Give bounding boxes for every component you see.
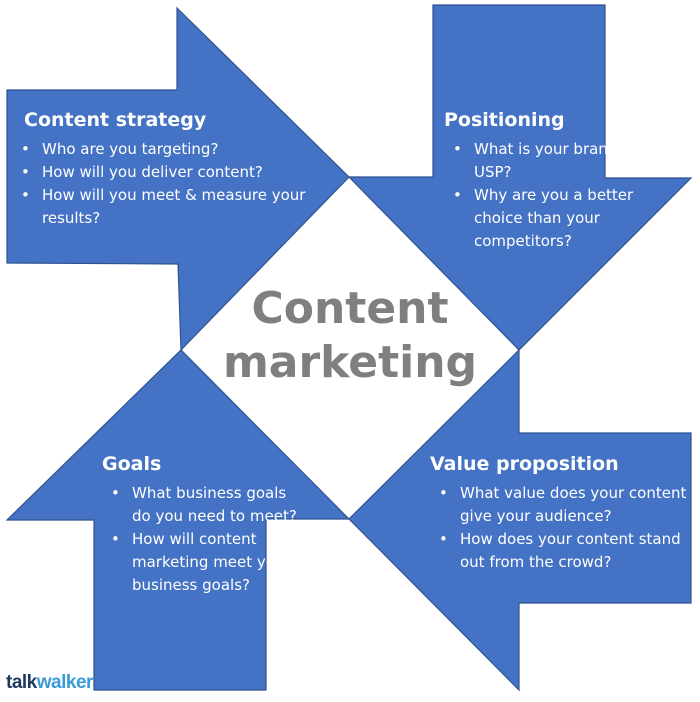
goals-title: Goals — [102, 453, 162, 475]
list-item: What is your brand’s USP? — [453, 138, 654, 184]
list-item: How does your content stand out from the… — [439, 528, 690, 574]
positioning-list: What is your brand’s USP? Why are you a … — [444, 138, 654, 253]
content-strategy-title: Content strategy — [24, 109, 207, 131]
list-item: How will you meet & measure your results… — [21, 184, 314, 230]
list-item: What business goals do you need to meet? — [111, 482, 302, 528]
talkwalker-logo: talkwalker — [6, 672, 93, 694]
list-item: How will content marketing meet your bus… — [111, 528, 302, 597]
goals-list: What business goals do you need to meet?… — [102, 482, 302, 597]
content-strategy-block: Content strategy Who are you targeting? … — [21, 108, 314, 230]
value-proposition-title: Value proposition — [430, 453, 619, 475]
positioning-title: Positioning — [444, 109, 565, 131]
content-strategy-list: Who are you targeting? How will you deli… — [21, 138, 314, 230]
center-title-line1: Content — [251, 283, 449, 334]
center-title-line2: marketing — [222, 337, 478, 388]
center-title: Content marketing — [200, 282, 500, 390]
value-proposition-list: What value does your content give your a… — [430, 482, 690, 574]
value-proposition-block: Value proposition What value does your c… — [430, 452, 690, 574]
list-item: Who are you targeting? — [21, 138, 314, 161]
positioning-block: Positioning What is your brand’s USP? Wh… — [444, 108, 654, 253]
list-item: Why are you a better choice than your co… — [453, 184, 654, 253]
goals-block: Goals What business goals do you need to… — [102, 452, 302, 597]
list-item: What value does your content give your a… — [439, 482, 690, 528]
logo-part-talk: talk — [6, 672, 37, 693]
logo-part-walker: walker — [36, 672, 94, 693]
list-item: How will you deliver content? — [21, 161, 314, 184]
